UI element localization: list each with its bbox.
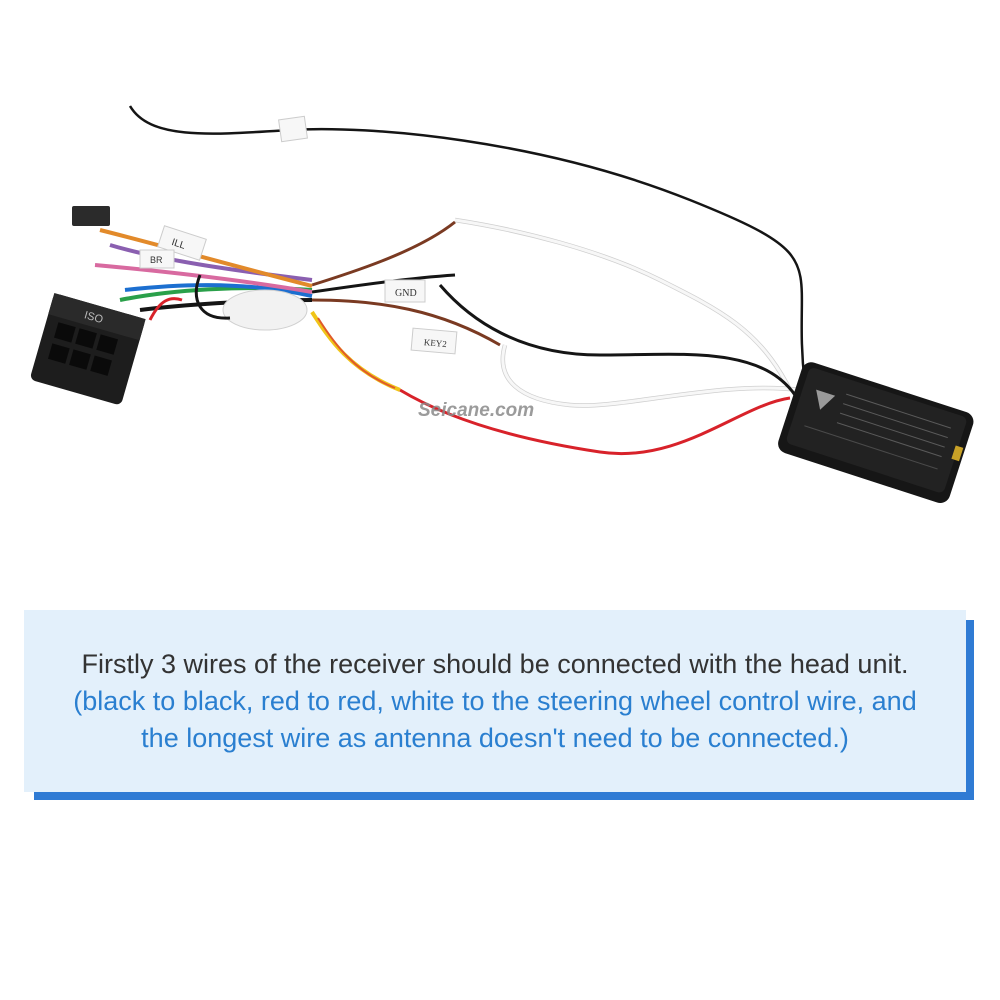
tag-gnd bbox=[384, 279, 426, 303]
wire-label-br-text: BR bbox=[150, 255, 163, 265]
tag-key2-text: KEY2 bbox=[423, 337, 447, 349]
small-connector bbox=[72, 206, 110, 226]
brown-wire-2 bbox=[311, 298, 501, 347]
wire-tag bbox=[278, 115, 308, 143]
caption-box: Firstly 3 wires of the receiver should b… bbox=[24, 610, 966, 792]
watermark: Seicane.com bbox=[418, 400, 534, 421]
brown-wire-1 bbox=[311, 220, 456, 287]
antenna-wire bbox=[128, 105, 807, 386]
black-wire bbox=[438, 284, 797, 396]
tag-gnd-text: GND bbox=[395, 288, 417, 299]
wire-label-ill-text: ILL bbox=[170, 237, 187, 252]
caption-line-3: the longest wire as antenna doesn't need… bbox=[141, 722, 849, 753]
wire-sleeve bbox=[222, 289, 308, 331]
product-photo: ILL BR ISO GND KEY2 Seicane.com bbox=[30, 105, 974, 504]
receiver-box bbox=[778, 362, 974, 504]
red-wire bbox=[399, 388, 791, 455]
wire-label-br bbox=[139, 249, 175, 269]
iso-connector: ISO bbox=[30, 292, 146, 405]
caption-line-2: (black to black, red to red, white to th… bbox=[73, 685, 917, 716]
iso-label: ISO bbox=[83, 309, 105, 326]
caption-line-1: Firstly 3 wires of the receiver should b… bbox=[81, 648, 909, 679]
tag-key2 bbox=[410, 327, 458, 355]
yellow-wire bbox=[310, 310, 401, 392]
wire-label-ill bbox=[157, 225, 207, 261]
